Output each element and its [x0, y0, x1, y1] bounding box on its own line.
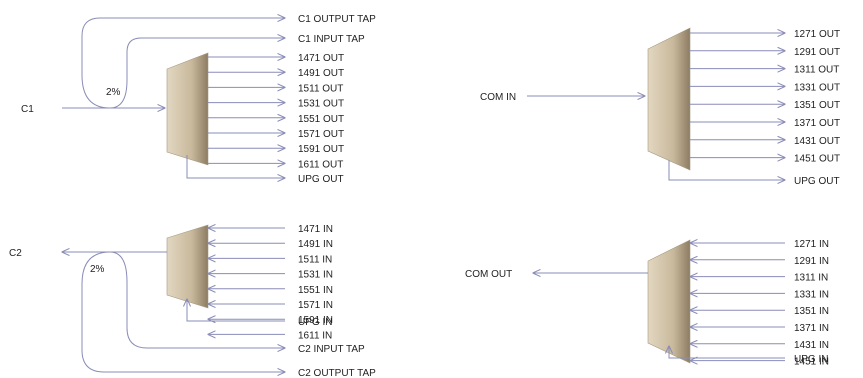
c1-tap-percent: 2%	[106, 87, 121, 98]
com-demux-upg-line	[668, 160, 785, 180]
port-label: 1431 IN	[794, 340, 829, 351]
c2-mux-block	[166, 224, 209, 309]
port-label: 1511 OUT	[298, 83, 343, 94]
com-mux-upg-line	[669, 346, 785, 359]
c2-upg-line	[187, 299, 285, 322]
port-label: 1331 OUT	[794, 82, 840, 93]
com-out-label: COM OUT	[465, 269, 512, 280]
com-demux-port-lines: 1271 OUT 1291 OUT 1311 OUT 1331 OUT 1351 OUT…	[690, 29, 840, 165]
port-label: 1451 OUT	[794, 154, 840, 165]
c1-demux-group: C1 2% C1 OUTPUT TAP C1 INPUT TAP 1471 OU…	[21, 14, 376, 185]
c2-mux-group: 1471 IN 1491 IN 1511 IN 1531 IN 1551 IN 1571 …	[9, 224, 376, 378]
c1-output-tap-line	[81, 18, 285, 109]
c1-label: C1	[21, 104, 34, 115]
port-label: 1611 IN	[298, 330, 332, 341]
port-label: 1551 OUT	[298, 114, 344, 125]
port-label: 1511 IN	[298, 254, 332, 265]
port-label: 1571 IN	[298, 300, 333, 311]
port-label: 1531 OUT	[298, 99, 344, 110]
c1-upg-line	[186, 155, 285, 178]
port-label: 1371 IN	[794, 323, 829, 334]
c2-input-tap-line	[109, 251, 285, 348]
c1-output-tap-label: C1 OUTPUT TAP	[298, 14, 376, 25]
c1-upg-label: UPG OUT	[298, 174, 344, 185]
port-label: 1271 IN	[794, 239, 829, 250]
port-label: 1551 IN	[298, 285, 333, 296]
com-demux-block	[647, 27, 691, 171]
c1-port-lines: 1471 OUT 1491 OUT 1511 OUT 1531 OUT 1551 OUT…	[208, 53, 344, 170]
com-mux-group: 1271 IN 1291 IN 1311 IN 1331 IN 1351 IN 1371 …	[465, 239, 829, 368]
c2-tap-percent: 2%	[90, 264, 105, 275]
c2-input-tap-label: C2 INPUT TAP	[298, 344, 365, 355]
com-mux-upg-label: UPG IN	[794, 354, 828, 365]
c1-input-tap-line	[109, 38, 285, 109]
c2-upg-label: UPG IN	[298, 317, 332, 328]
port-label: 1371 OUT	[794, 118, 840, 129]
port-label: 1351 OUT	[794, 100, 840, 111]
com-mux-port-lines: 1271 IN 1291 IN 1311 IN 1331 IN 1351 IN 1371 …	[690, 239, 829, 368]
port-label: 1491 OUT	[298, 68, 344, 79]
c2-port-lines: 1471 IN 1491 IN 1511 IN 1531 IN 1551 IN 1571 …	[208, 224, 333, 341]
port-label: 1291 IN	[794, 256, 829, 267]
port-label: 1471 IN	[298, 224, 333, 235]
com-demux-upg-label: UPG OUT	[794, 176, 840, 187]
port-label: 1531 IN	[298, 270, 333, 281]
port-label: 1591 OUT	[298, 144, 344, 155]
port-label: 1471 OUT	[298, 53, 344, 64]
port-label: 1431 OUT	[794, 136, 840, 147]
com-in-label: COM IN	[480, 92, 516, 103]
c2-output-tap-line	[81, 251, 285, 372]
port-label: 1351 IN	[794, 306, 829, 317]
com-mux-block	[647, 239, 691, 364]
c1-input-tap-label: C1 INPUT TAP	[298, 34, 365, 45]
port-label: 1591 IN	[298, 315, 333, 326]
c1-demux-block	[166, 52, 209, 166]
port-label: 1331 IN	[794, 289, 829, 300]
port-label: 1291 OUT	[794, 47, 840, 58]
port-label: 1451 IN	[794, 357, 829, 368]
c2-label: C2	[9, 248, 22, 259]
port-label: 1611 OUT	[298, 159, 343, 170]
port-label: 1271 OUT	[794, 29, 840, 40]
port-label: 1311 IN	[794, 273, 828, 284]
port-label: 1311 OUT	[794, 65, 839, 76]
port-label: 1491 IN	[298, 239, 333, 250]
c2-output-tap-label: C2 OUTPUT TAP	[298, 368, 376, 378]
port-label: 1571 OUT	[298, 129, 344, 140]
